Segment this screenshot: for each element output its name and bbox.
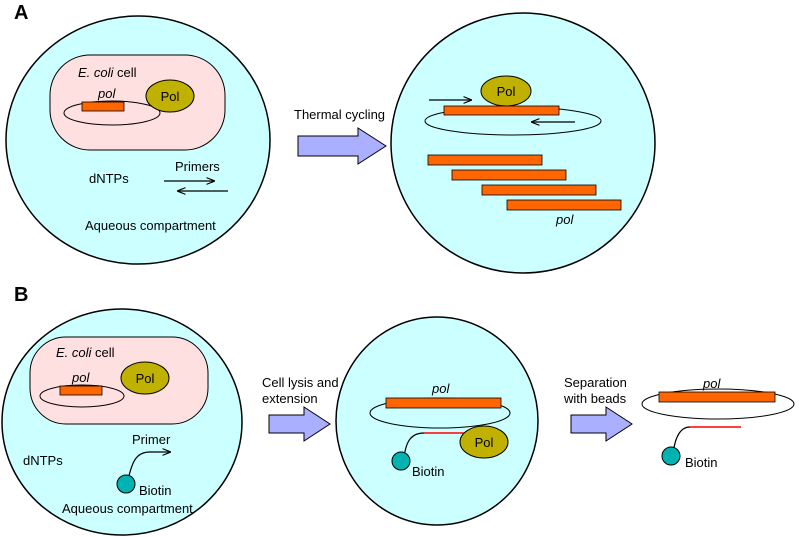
amplified-pol-1 — [427, 154, 543, 166]
aqueous-compartment-b-middle — [335, 316, 539, 526]
panel-label-a: A — [14, 2, 28, 24]
dntps-label-a: dNTPs — [89, 171, 129, 186]
biotin-bead-b — [116, 474, 136, 494]
pol-enzyme-a — [145, 79, 195, 113]
pol-enzyme-b-middle — [459, 425, 509, 459]
plasmid-a — [63, 100, 161, 126]
thermal-cycling-arrow — [297, 127, 387, 165]
lysis-label-line1: Cell lysis and — [262, 375, 339, 390]
pol-enzyme-b — [120, 361, 170, 395]
pol-enzyme-label-b-middle: Pol — [475, 435, 494, 450]
compartment-label-a: Aqueous compartment — [85, 218, 216, 233]
amplified-pol-4 — [506, 199, 622, 211]
primer-label-b: Primer — [132, 432, 171, 447]
lysis-label-line2: extension — [262, 391, 318, 406]
pol-enzyme-label-a: Pol — [161, 89, 180, 104]
pol-gene-b — [59, 385, 103, 396]
pol-enzyme-label-a-result: Pol — [497, 84, 516, 99]
panel-label-b: B — [14, 284, 28, 306]
pol-gene-label-b-final: pol — [702, 376, 721, 391]
template-gene-a — [443, 105, 560, 116]
biotin-label-middle: Biotin — [412, 464, 445, 479]
amplified-pol-label: pol — [555, 212, 574, 227]
primers-label-a: Primers — [175, 159, 220, 174]
amplified-pol-2 — [451, 169, 567, 181]
pol-gene-b-final — [658, 391, 776, 403]
cell-label-b: E. coli cell — [56, 345, 115, 360]
pol-gene-label-a: pol — [97, 86, 116, 101]
plasmid-b — [39, 384, 125, 408]
aqueous-compartment-a-result — [390, 12, 656, 274]
separation-label-line2: with beads — [563, 391, 627, 406]
pol-gene-b-middle — [385, 397, 502, 409]
cell-label-a: E. coli cell — [78, 65, 137, 80]
ecoli-cell-b — [29, 336, 209, 425]
plasmid-b-final — [641, 388, 795, 420]
pol-gene-label-b-middle: pol — [431, 381, 450, 396]
biotin-label-b: Biotin — [139, 483, 172, 498]
separation-label-line1: Separation — [564, 375, 627, 390]
compartment-label-b: Aqueous compartment — [62, 501, 193, 516]
amplified-pol-3 — [481, 184, 597, 196]
pol-gene-label-b: pol — [71, 370, 90, 385]
biotin-bead-final — [661, 446, 681, 466]
lysis-extension-arrow — [268, 406, 331, 442]
biotin-label-final: Biotin — [685, 455, 718, 470]
separation-arrow — [570, 406, 633, 442]
thermal-cycling-label: Thermal cycling — [294, 107, 385, 122]
pol-gene-a — [81, 101, 125, 112]
biotin-primer-b — [127, 452, 170, 481]
biotin-bead-middle — [391, 451, 411, 471]
pol-enzyme-label-b: Pol — [136, 371, 155, 386]
dntps-label-b: dNTPs — [23, 453, 63, 468]
